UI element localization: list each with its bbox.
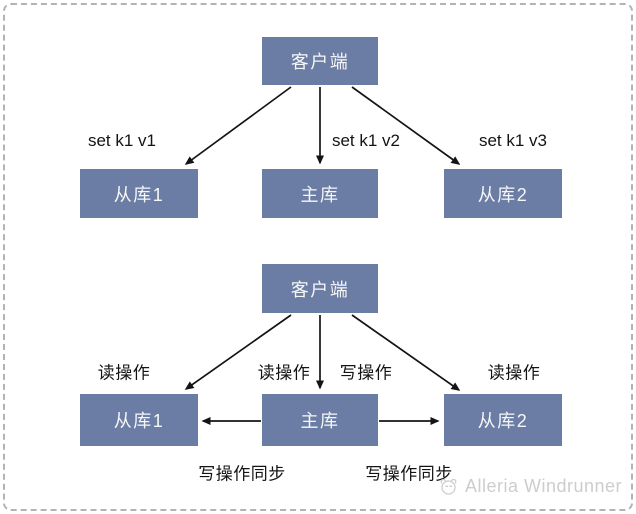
node-master-top: 主库 — [262, 169, 378, 218]
edge-label-set-k1-v3: set k1 v3 — [478, 131, 548, 150]
watermark-text: Alleria Windrunner — [464, 476, 622, 496]
edge-label-read-left: 读操作 — [97, 363, 151, 383]
node-slave1-top: 从库1 — [80, 169, 198, 218]
node-slave2-bottom: 从库2 — [444, 394, 562, 446]
node-client-bottom: 客户端 — [262, 264, 378, 313]
node-slave2-top: 从库2 — [444, 169, 562, 218]
node-slave1-bottom: 从库1 — [80, 394, 198, 446]
arrow-client-to-slave2-top — [351, 86, 461, 165]
edge-label-write-mid: 写操作 — [339, 363, 393, 383]
node-master-bottom: 主库 — [262, 394, 378, 446]
edge-label-sync-right: 写操作同步 — [365, 464, 453, 484]
edge-label-read-right: 读操作 — [487, 363, 541, 383]
arrow-client-to-slave1-bottom — [184, 314, 292, 390]
doodle-face-icon — [438, 476, 459, 497]
watermark: Alleria Windrunner — [438, 476, 622, 497]
edge-label-sync-left: 写操作同步 — [198, 464, 286, 484]
edge-label-set-k1-v2: set k1 v2 — [331, 131, 401, 150]
edge-label-read-mid: 读操作 — [257, 363, 311, 383]
arrow-client-to-slave2-bottom — [351, 314, 461, 391]
node-client-top: 客户端 — [262, 37, 378, 85]
edge-label-set-k1-v1: set k1 v1 — [87, 131, 157, 150]
arrow-client-to-slave1-top — [184, 86, 292, 165]
